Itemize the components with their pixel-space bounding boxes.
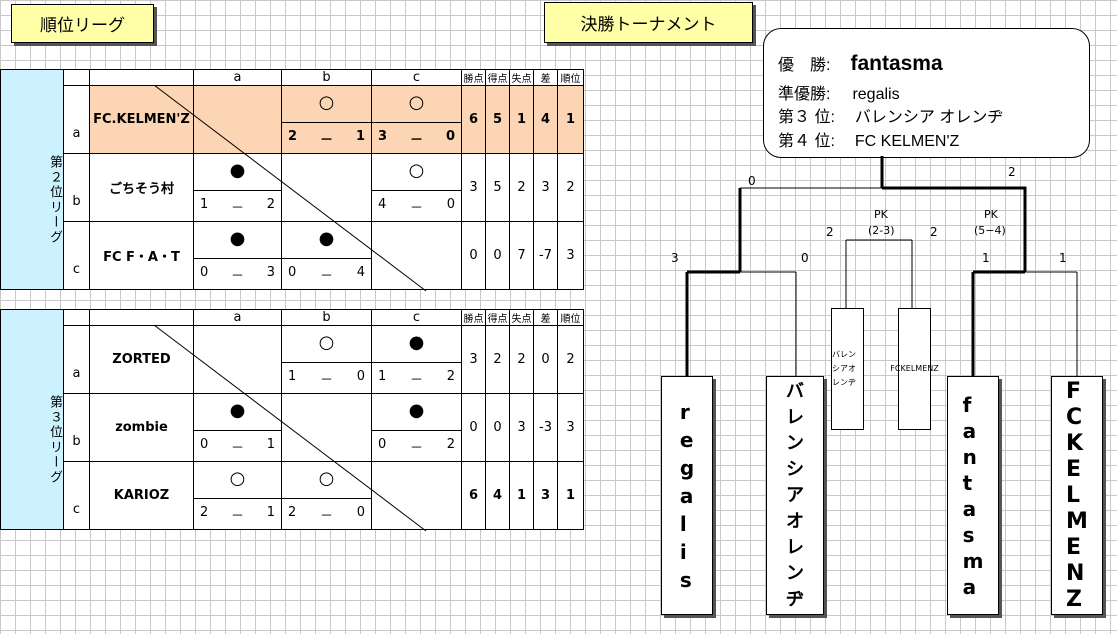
score-right: 2: [446, 369, 455, 384]
row-label: b: [63, 153, 90, 222]
row-label: a: [63, 85, 90, 154]
stat-順位: 3: [557, 393, 584, 462]
pk2-label: PK: [984, 208, 998, 221]
score-right: 2: [446, 437, 455, 452]
stat-勝点: 0: [461, 393, 486, 462]
stat-順位: 2: [557, 153, 584, 222]
row-label: a: [63, 325, 90, 394]
stat-順位: 3: [557, 221, 584, 290]
row-label: c: [63, 461, 90, 530]
tournament-title-text: 決勝トーナメント: [580, 15, 717, 35]
stat-差: 0: [533, 325, 558, 394]
stat-失点: 3: [509, 393, 534, 462]
stat-失点: 1: [509, 85, 534, 154]
semi2-right-score: 1: [1059, 251, 1067, 265]
score-right: 0: [445, 129, 455, 144]
final-left-score: 0: [748, 174, 756, 188]
fourth-label: 第４ 位:: [778, 133, 835, 150]
champion-label: 優 勝:: [778, 57, 831, 74]
stat-差: 4: [533, 85, 558, 154]
stat-失点: 2: [509, 153, 534, 222]
third-place-box-kelmenz: FCKELMENZ: [890, 308, 939, 430]
stat-得点: 5: [485, 153, 510, 222]
stat-勝点: 6: [461, 461, 486, 530]
third-name: バレンシア オレンヂ: [854, 109, 1004, 126]
fourth-name: FC KELMEN'Z: [854, 133, 960, 150]
third-place-box-valencia: バレンシアオレンヂ: [831, 308, 864, 430]
third-right-score: 2: [930, 225, 938, 239]
league-side-label: 第２位リーグ: [0, 69, 64, 290]
stat-順位: 2: [557, 325, 584, 394]
semi1-left-score: 3: [671, 251, 679, 265]
score-right: 0: [446, 197, 455, 212]
league-side-label: 第３位リーグ: [0, 309, 64, 530]
league-title: 順位リーグ: [11, 4, 154, 43]
third-place-kelmenz-name: FCKELMENZ: [890, 364, 939, 373]
stat-順位: 1: [557, 461, 584, 530]
champion-name: fantasma: [850, 52, 943, 75]
league-title-text: 順位リーグ: [40, 16, 125, 36]
stat-順位: 1: [557, 85, 584, 154]
team-box-valencia: バレンシアオレンヂ: [766, 376, 824, 615]
third-place-valencia-name: バレンシアオレンヂ: [832, 350, 856, 387]
runner-name: regalis: [852, 86, 900, 103]
stat-勝点: 3: [461, 153, 486, 222]
stat-勝点: 0: [461, 221, 486, 290]
team-box-valencia-name: バレンシアオレンヂ: [786, 380, 804, 610]
third-left-score: 2: [826, 225, 834, 239]
tournament-title: 決勝トーナメント: [544, 2, 753, 43]
third-label: 第３ 位:: [778, 109, 835, 126]
final-right-score: 2: [1008, 165, 1016, 179]
runner-label: 準優勝:: [778, 86, 831, 103]
pk2-score: (5−4): [974, 224, 1006, 237]
pk1-label: PK: [874, 208, 888, 221]
stat-失点: 2: [509, 325, 534, 394]
semi2-left-score: 1: [982, 251, 990, 265]
pk1-score: (2-3): [868, 224, 895, 237]
stat-失点: 7: [509, 221, 534, 290]
results-box: 優 勝: fantasma 準優勝: regalis 第３ 位: バレンシア オレンヂ…: [763, 28, 1090, 158]
semi1-right-score: 0: [801, 251, 809, 265]
header-7: 順位: [557, 309, 584, 326]
